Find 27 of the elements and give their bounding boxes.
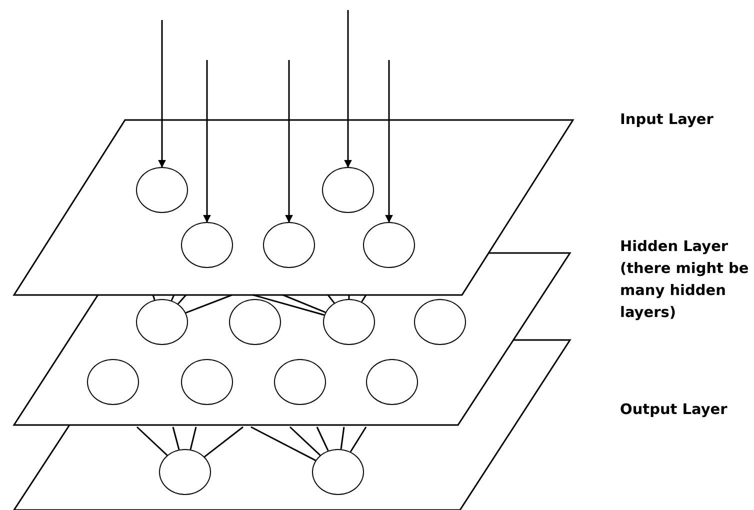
arrow [344,10,352,168]
arrow [158,20,166,168]
connection-line [172,426,180,450]
connection-line [340,426,345,450]
connection-line [289,426,321,456]
layer-label: (there might be many hidden layers) [620,260,750,323]
connection-line [170,294,175,301]
connection-line [190,426,197,450]
connection-line [250,426,316,462]
connection-line [282,294,326,313]
connection-line [178,294,187,304]
arrow [285,60,293,223]
connection-line [348,295,350,299]
layer-label: Hidden Layer [620,238,728,257]
connection-line [316,426,329,452]
connection-line [327,294,335,304]
connection-line [252,294,324,316]
connection-line [186,294,232,314]
connection-line [152,294,156,300]
layer-label: Input Layer [620,111,714,130]
connection-line [350,426,367,452]
connection-line [204,426,244,458]
arrow [203,60,211,223]
connection-line [361,294,367,302]
layer-label: Output Layer [620,401,728,420]
arrow [385,60,393,223]
connection-line [136,426,168,456]
